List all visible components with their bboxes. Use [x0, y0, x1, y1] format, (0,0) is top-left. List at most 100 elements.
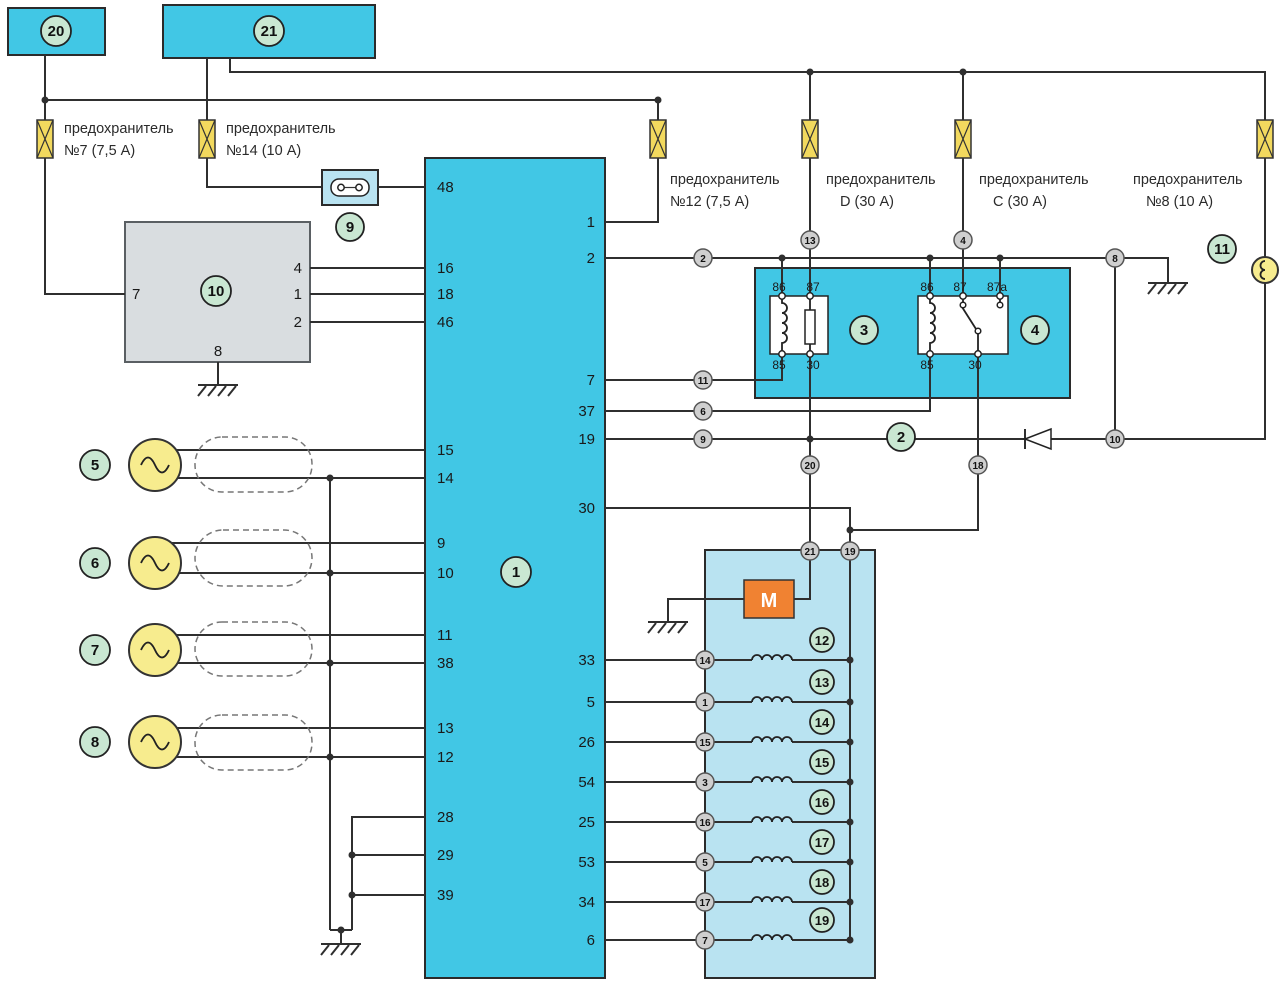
row-connector-5-label: 16	[699, 818, 711, 829]
relay-3-body	[769, 295, 829, 355]
main-right-pin: 1	[587, 214, 595, 231]
unit10-pin-8: 8	[214, 343, 222, 360]
connector-6: 6	[693, 401, 713, 421]
row-connector-4: 3	[695, 772, 715, 792]
junction-dots	[41, 68, 1004, 944]
row-connector-6: 5	[695, 852, 715, 872]
cable-shield-speaker-5	[194, 436, 313, 493]
relay-3-contact	[804, 309, 816, 345]
connector-8: 8	[1105, 248, 1125, 268]
badge-8: 8	[79, 726, 111, 758]
badge-2: 2	[886, 422, 916, 452]
relay-3-port-85	[778, 350, 786, 358]
relay4-pin-87-label: 87	[953, 280, 967, 294]
row-connector-3-label: 15	[699, 738, 711, 749]
row-connector-6-label: 5	[702, 858, 708, 869]
connector-13-label: 13	[804, 236, 816, 247]
main-right-pin: 54	[578, 774, 595, 791]
connector-21: 21	[800, 541, 820, 561]
main-left-pin: 14	[437, 470, 454, 487]
fuse-14-word: предохранитель	[226, 121, 336, 137]
relay-4-port-87	[959, 292, 967, 300]
fuse-holder-9-contact-right	[355, 183, 363, 192]
fuse-holder-9-symbol	[321, 169, 379, 206]
connector-20-label: 20	[804, 461, 816, 472]
component-badges: 20 21 9 10 1 5 6 7 8 3 4 2 11 12 13 14 1…	[40, 15, 1237, 933]
row-connector-5: 16	[695, 812, 715, 832]
row-connector-7-label: 17	[699, 898, 711, 909]
relay3-pin-87-label: 87	[806, 280, 820, 294]
speaker-6-symbol	[128, 536, 182, 590]
connector-9: 9	[693, 429, 713, 449]
main-left-pin: 16	[437, 260, 454, 277]
row-badge-19: 19	[809, 907, 835, 933]
speaker-7-symbol	[128, 623, 182, 677]
wire-pin30-to-bus	[605, 507, 851, 940]
fuse-D-word: предохранитель	[826, 172, 936, 188]
main-right-pin: 6	[587, 932, 595, 949]
cable-shield-speaker-8	[194, 714, 313, 771]
wire-motor-ground	[667, 598, 744, 622]
inductor-row-7	[751, 896, 793, 903]
relay-3-port-86	[778, 292, 786, 300]
connector-4: 4	[953, 230, 973, 250]
cable-shield-speaker-7	[194, 621, 313, 677]
badge-21-label: 21	[261, 23, 278, 40]
inductor-row-3	[751, 736, 793, 743]
row-connector-3: 15	[695, 732, 715, 752]
wire-pin7-to-relay3-85	[605, 354, 783, 381]
badge-20: 20	[40, 15, 72, 47]
row-connector-1-label: 14	[699, 656, 711, 667]
antenna-unit-box	[704, 549, 876, 979]
badge-11-label: 11	[1214, 241, 1230, 258]
sine-icon	[140, 733, 170, 751]
main-right-pin: 26	[578, 734, 595, 751]
unit10-pin-1: 1	[294, 286, 302, 303]
row-badge-16-label: 16	[815, 795, 829, 810]
relay-4-port-86	[926, 292, 934, 300]
badge-7-label: 7	[91, 642, 99, 659]
speaker-5-symbol	[128, 438, 182, 492]
relay3-pin-30-label: 30	[806, 358, 820, 372]
speaker-8-symbol	[128, 715, 182, 769]
fuse-C-word: предохранитель	[979, 172, 1089, 188]
wire-pin2-line	[605, 257, 1169, 283]
main-left-pin: 48	[437, 179, 454, 196]
row-connector-8: 7	[695, 930, 715, 950]
connector-4-label: 4	[960, 236, 966, 247]
relay4-pin-87a-label: 87a	[987, 280, 1007, 294]
wire-top-bus	[229, 58, 1266, 440]
fuse-D-name: D (30 А)	[840, 194, 894, 210]
row-connector-1: 14	[695, 650, 715, 670]
relay-3-port-87	[806, 292, 814, 300]
connector-10: 10	[1105, 429, 1125, 449]
fuse-C-symbol	[954, 119, 972, 159]
connector-18-label: 18	[972, 461, 984, 472]
main-left-pin: 11	[437, 627, 453, 644]
badge-4: 4	[1020, 315, 1050, 345]
relay4-pin-86-label: 86	[920, 280, 934, 294]
relay-4-coil	[929, 296, 936, 354]
badge-9: 9	[335, 212, 365, 242]
sine-icon	[140, 641, 170, 659]
relay4-pin-30-label: 30	[968, 358, 982, 372]
main-right-pin: 33	[578, 652, 595, 669]
wiring-harness	[44, 55, 1266, 944]
wire-pin37-to-relay4-85	[605, 354, 931, 412]
main-right-pin: 37	[578, 403, 595, 420]
relay-4-pivot	[974, 327, 982, 335]
connector-11-label: 11	[698, 376, 709, 387]
relay4-pin-85-label: 85	[920, 358, 934, 372]
badge-3-label: 3	[860, 322, 868, 339]
badge-2-label: 2	[897, 429, 905, 446]
cable-shield-speaker-6	[194, 529, 313, 587]
relay3-pin-85-label: 85	[772, 358, 786, 372]
connector-10-label: 10	[1109, 435, 1121, 446]
wire-relay4-30-to-bus	[850, 354, 979, 531]
fuse-12-symbol	[649, 119, 667, 159]
fuse-14-name: №14 (10 А)	[226, 143, 301, 159]
relay-3-port-30	[806, 350, 814, 358]
row-connector-4-label: 3	[702, 778, 708, 789]
row-badge-13: 13	[809, 669, 835, 695]
